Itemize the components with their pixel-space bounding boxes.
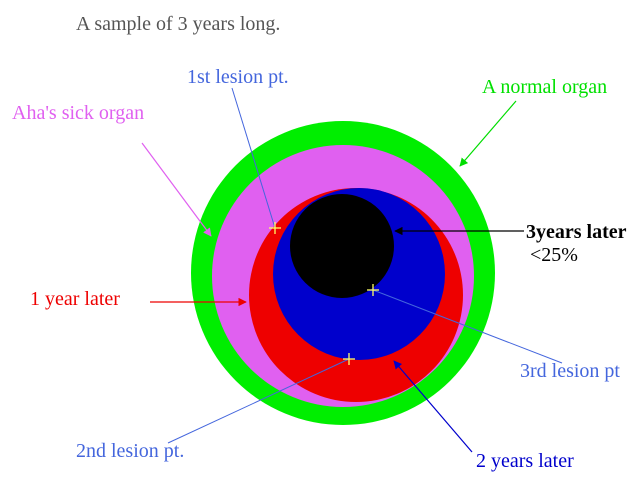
sick-organ-label: Aha's sick organ — [12, 102, 145, 124]
one-year-label: 1 year later — [30, 288, 120, 310]
two-years-arrow — [393, 360, 473, 453]
diagram-title: A sample of 3 years long. — [76, 13, 281, 35]
lesion-1-marker — [269, 222, 281, 234]
lesion-2-label: 2nd lesion pt. — [76, 440, 185, 462]
lesion-2-leader — [167, 358, 350, 444]
sick-organ-arrow — [141, 142, 212, 237]
lesion-2-marker — [343, 353, 355, 365]
lesion-3-leader — [372, 289, 563, 364]
three-years-region — [290, 194, 394, 298]
two-years-label: 2 years later — [476, 450, 574, 472]
lesion-1-label: 1st lesion pt. — [187, 66, 289, 88]
lesion-3-marker — [367, 284, 379, 296]
lesion-1-leader — [231, 87, 276, 229]
normal-organ-arrow — [459, 100, 517, 167]
lesion-3-label: 3rd lesion pt — [520, 360, 620, 382]
three-years-percent-label: <25% — [530, 244, 578, 266]
normal-organ-label: A normal organ — [482, 76, 608, 98]
three-years-label: 3years later — [526, 221, 627, 243]
